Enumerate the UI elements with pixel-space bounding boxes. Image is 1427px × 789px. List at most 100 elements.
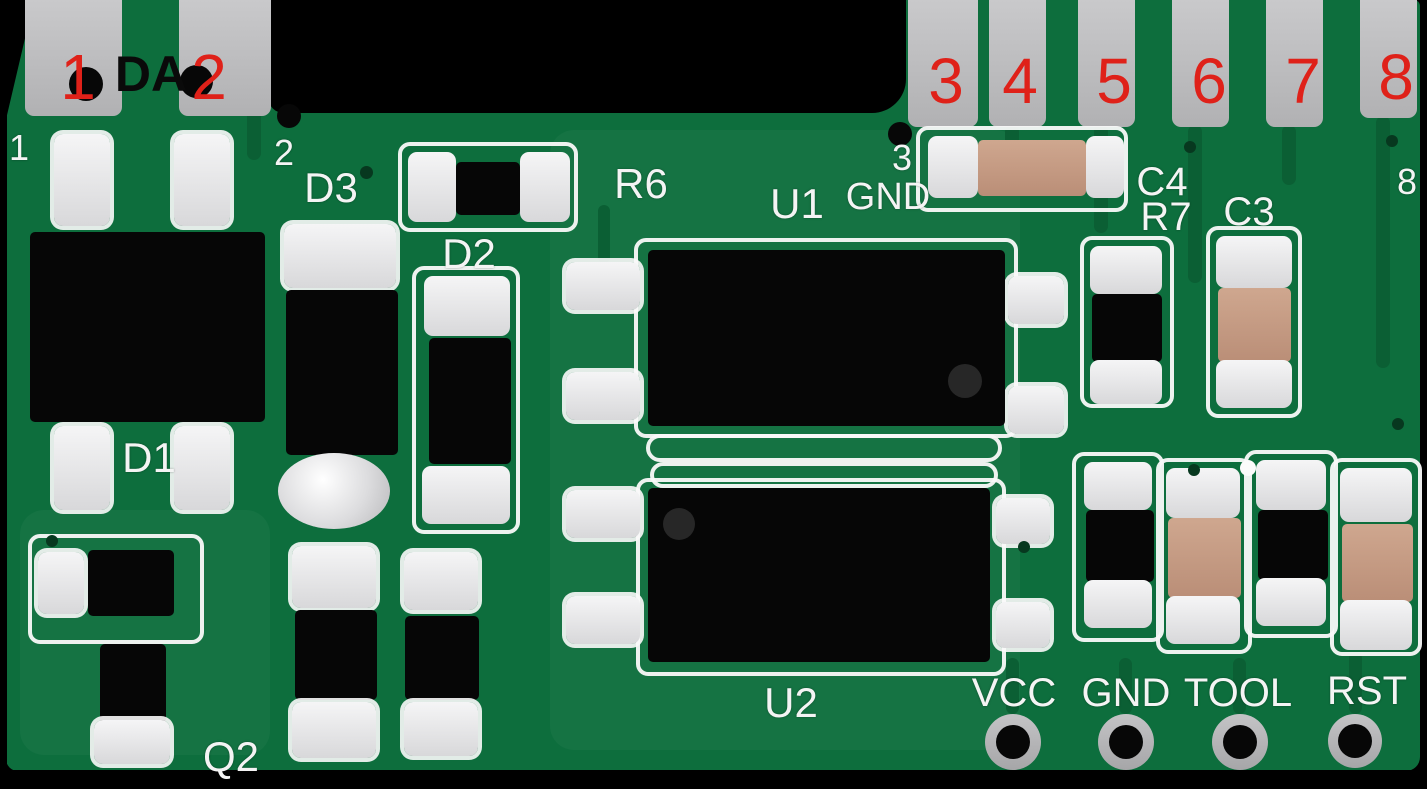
component-q2-lead [100, 644, 166, 724]
board-edge-left [0, 0, 7, 789]
u1-pad [566, 262, 640, 310]
silkscreen-c3: C3 [1223, 190, 1275, 234]
silkscreen-pin8: 8 [1396, 161, 1418, 202]
via [1386, 135, 1398, 147]
pin-number-6: 6 [1191, 45, 1227, 117]
component-r7-body [1092, 294, 1162, 362]
passive-pad [1084, 462, 1152, 510]
pin-number-2: 2 [191, 41, 227, 113]
passive-pad [404, 552, 478, 610]
edge-pad-8 [1360, 0, 1417, 118]
passive-outline [1156, 458, 1252, 654]
via [1392, 418, 1404, 430]
r6-pad [520, 152, 570, 222]
edge-pad-7 [1266, 0, 1323, 127]
board-edge-right [1420, 0, 1427, 789]
silkscreen-d2: D2 [442, 230, 496, 277]
trace [1233, 658, 1246, 714]
silk-bar [646, 434, 1002, 462]
edge-pad-5 [1078, 0, 1135, 127]
u2-pad [996, 498, 1050, 544]
silkscreen-r6: R6 [614, 160, 668, 207]
through-hole-gnd-bore [1109, 725, 1143, 759]
silk-bar [650, 462, 998, 488]
passive-pad [1166, 596, 1240, 644]
u1-pad [1008, 276, 1064, 324]
u2-pin1-dot [663, 508, 695, 540]
d3-pad [284, 224, 396, 288]
component-d3-body [286, 290, 398, 455]
passive-pad [1256, 578, 1326, 626]
silkscreen-tool: TOOL [1183, 671, 1293, 715]
u2-outline [636, 478, 1006, 676]
pin-number-8: 8 [1378, 41, 1414, 113]
q2-pad [38, 552, 84, 614]
c3-outline [1206, 226, 1302, 418]
passive-outline [1072, 452, 1164, 642]
r7-pad [1090, 246, 1162, 294]
passive-pad [1084, 580, 1152, 628]
c4-pad [928, 136, 978, 198]
q2-outline [28, 534, 204, 644]
edge-pad-4 [989, 0, 1046, 127]
via [360, 166, 373, 179]
silkscreen-pin1: 1 [8, 127, 30, 168]
component-passive-body [1258, 510, 1328, 580]
silkscreen-pin2: 2 [273, 132, 295, 173]
via [1018, 541, 1030, 553]
pin-number-3: 3 [928, 45, 964, 117]
via [46, 535, 58, 547]
r7-outline [1080, 236, 1174, 408]
trace [1188, 125, 1202, 283]
castellation-hole [277, 104, 301, 128]
passive-pad [404, 702, 478, 756]
silkscreen-vcc: VCC [971, 671, 1057, 715]
silkscreen-rst: RST [1327, 669, 1407, 713]
pin-number-4: 4 [1002, 45, 1038, 117]
component-q2-body [88, 550, 174, 616]
d1-pad [54, 134, 110, 226]
r7-pad [1090, 360, 1162, 404]
q2-pad [94, 720, 170, 764]
component-passive-body [405, 616, 479, 700]
board-edge-bottom [0, 770, 1427, 789]
u2-pad [996, 602, 1050, 648]
pad-label-da: DA [114, 46, 188, 102]
d1-pad [174, 134, 230, 226]
component-passive-body [1342, 524, 1413, 602]
pad-hole [180, 65, 213, 98]
d2-pad [422, 466, 510, 524]
silkscreen-u2: U2 [764, 679, 818, 726]
u1-pin1-dot [948, 364, 982, 398]
u1-pad [566, 372, 640, 420]
passive-outline [1244, 450, 1338, 638]
silkscreen-c4: C4 [1136, 160, 1188, 204]
castellation-hole [888, 122, 912, 146]
r6-outline [398, 142, 578, 232]
u2-pad [566, 596, 640, 644]
silkscreen-u1: U1 [770, 180, 824, 227]
through-hole-tool-bore [1223, 725, 1257, 759]
passive-pad [1340, 600, 1412, 650]
silkscreen-gnd-top: GND [845, 176, 931, 218]
passive-pad [1256, 460, 1326, 510]
passive-pad [292, 702, 376, 758]
component-d1-body [30, 232, 265, 422]
silkscreen-q2: Q2 [202, 733, 260, 780]
trace [1282, 125, 1296, 185]
solder-ball [1240, 460, 1256, 476]
r6-pad [408, 152, 456, 222]
d1-pad [54, 426, 110, 510]
trace [1006, 658, 1019, 714]
c4-pad [1086, 136, 1124, 198]
silkscreen-pin3: 3 [891, 137, 913, 178]
via [1188, 464, 1200, 476]
trace [247, 110, 261, 160]
component-passive-body [295, 610, 377, 700]
component-c4-body [978, 140, 1086, 196]
silkscreen-d1: D1 [122, 434, 176, 481]
trace [598, 205, 610, 263]
trace [1119, 658, 1132, 714]
through-hole-rst-bore [1338, 724, 1372, 758]
